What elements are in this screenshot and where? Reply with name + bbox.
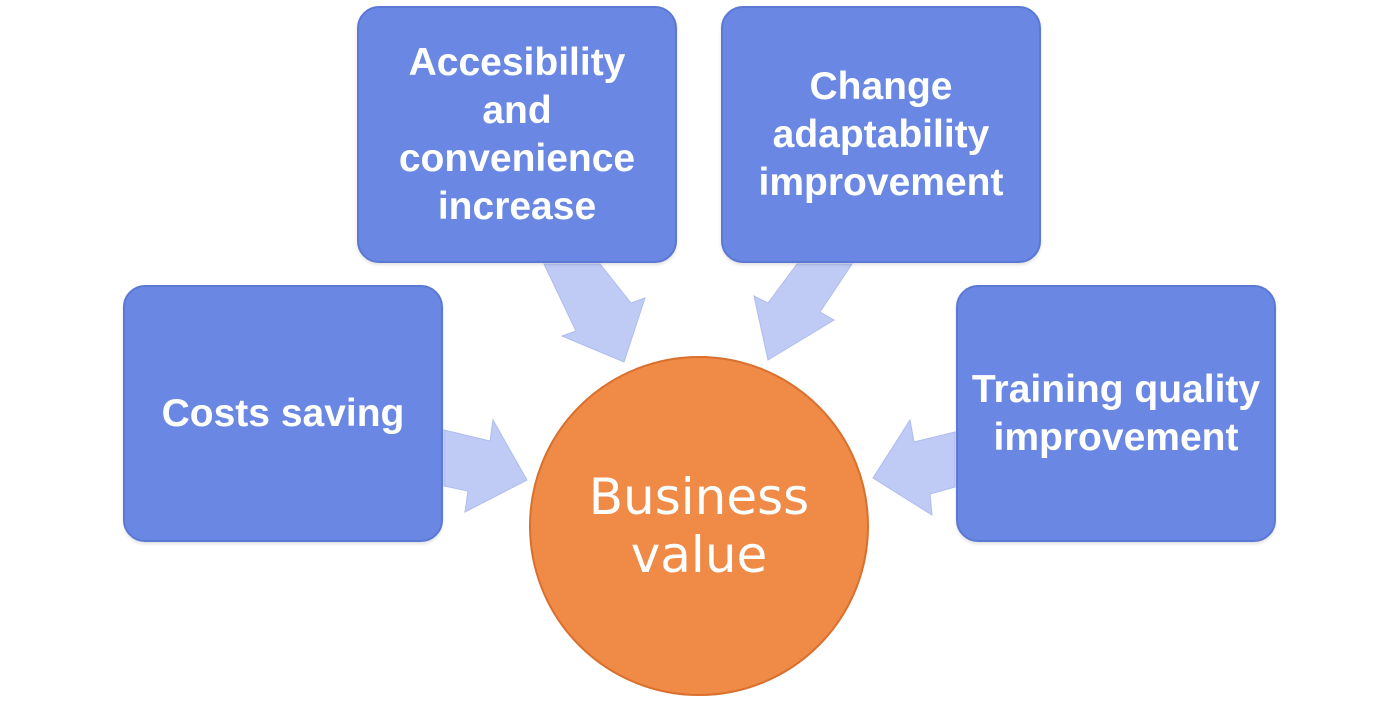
node-costs: Costs saving [123,285,443,542]
node-accessibility-label: Accesibility and convenience increase [398,40,636,228]
node-training: Training quality improvement [956,285,1276,542]
hub-label: Business value [588,468,810,584]
node-change-label: Change adaptability improvement [758,64,1004,204]
node-change: Change adaptability improvement [721,6,1041,263]
node-costs-label: Costs saving [161,391,405,435]
arrow-change-to-hub [753,263,853,361]
arrow-training-to-hub [872,418,956,516]
arrow-accessibility-to-hub [543,263,646,363]
arrow-costs-to-hub [443,418,528,513]
hub-business-value: Business value [529,356,869,696]
node-training-label: Training quality improvement [971,367,1261,459]
node-accessibility: Accesibility and convenience increase [357,6,677,263]
